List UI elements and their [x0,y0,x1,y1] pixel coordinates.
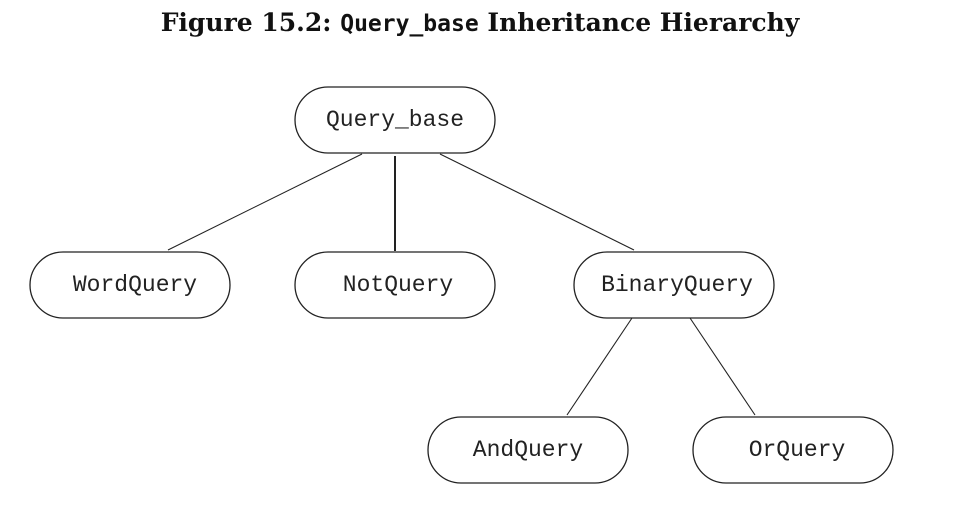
edge-binary-query-to-or-query [689,317,756,416]
node-and-query-box [427,416,629,484]
node-not-query-box [294,251,496,319]
figure-caption-prefix: Figure 15.2: [160,8,332,37]
node-binary-query-box [573,251,775,319]
node-word-query: WordQuery [29,251,231,319]
node-word-query-box [29,251,231,319]
node-query-base-box [294,86,496,154]
edge-binary-query-to-and-query [566,317,633,416]
figure-caption-suffix: Inheritance Hierarchy [487,8,800,37]
node-or-query: OrQuery [692,416,894,484]
node-and-query-label: AndQuery [473,437,584,463]
node-binary-query-label: BinaryQuery [601,272,753,298]
edges [167,153,756,416]
node-not-query-label: NotQuery [343,272,454,298]
node-not-query: NotQuery [294,251,496,319]
node-and-query: AndQuery [427,416,629,484]
edge-query-base-to-binary-query [439,153,635,251]
node-query-base-label: Query_base [326,107,464,133]
figure-caption: Figure 15.2: Query_base Inheritance Hier… [0,8,960,37]
node-or-query-label: OrQuery [749,437,846,463]
node-word-query-label: WordQuery [73,272,197,298]
node-or-query-box [692,416,894,484]
figure-caption-code: Query_base [340,11,479,37]
edge-query-base-to-word-query [167,153,363,251]
node-binary-query: BinaryQuery [573,251,775,319]
node-query-base: Query_base [294,86,496,154]
